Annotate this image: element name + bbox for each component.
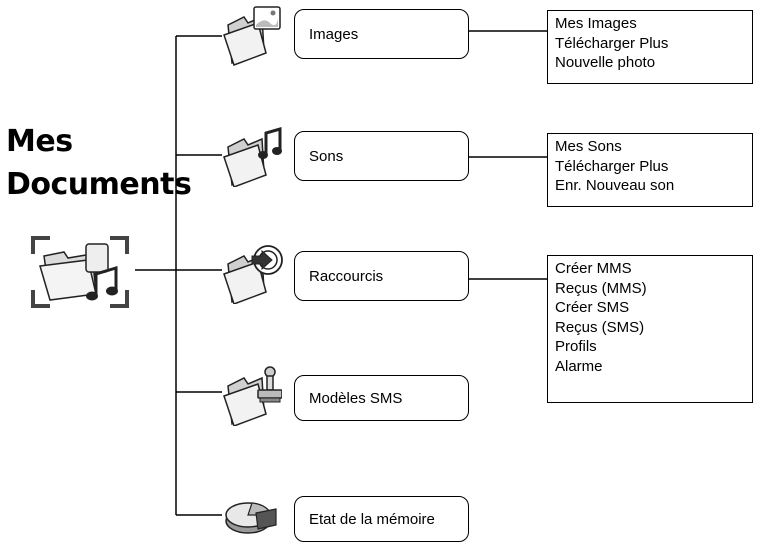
subitem[interactable]: Reçus (MMS) — [555, 279, 647, 297]
subitem[interactable]: Télécharger Plus — [555, 157, 669, 175]
documents-folder-music-icon — [31, 236, 129, 308]
branch-modeles-sms-label: Modèles SMS — [309, 389, 403, 407]
folder-music-icon — [223, 127, 282, 187]
subitem[interactable]: Alarme — [555, 357, 603, 375]
branch-etat-memoire[interactable]: Etat de la mémoire — [294, 496, 469, 542]
title-line-1: Mes — [6, 124, 73, 159]
memory-pie-icon — [225, 502, 277, 534]
folder-image-icon — [223, 6, 281, 66]
branch-sons-label: Sons — [309, 147, 344, 165]
subitems-sons: Mes Sons Télécharger Plus Enr. Nouveau s… — [547, 133, 753, 207]
branch-images-label: Images — [309, 25, 359, 43]
branch-raccourcis[interactable]: Raccourcis — [294, 251, 469, 301]
subitems-images: Mes Images Télécharger Plus Nouvelle pho… — [547, 10, 753, 84]
branch-etat-memoire-label: Etat de la mémoire — [309, 510, 435, 528]
subitem[interactable]: Mes Sons — [555, 138, 622, 155]
branch-raccourcis-label: Raccourcis — [309, 267, 384, 285]
branch-images[interactable]: Images — [294, 9, 469, 59]
title-line-2: Documents — [6, 167, 192, 202]
folder-shortcut-icon — [223, 245, 283, 304]
subitem[interactable]: Télécharger Plus — [555, 34, 669, 52]
subitem[interactable]: Reçus (SMS) — [555, 318, 645, 336]
subitem[interactable]: Profils — [555, 338, 597, 355]
subitem[interactable]: Enr. Nouveau son — [555, 177, 675, 194]
subitem[interactable]: Nouvelle photo — [555, 54, 656, 71]
subitem[interactable]: Créer SMS — [555, 299, 630, 316]
branch-modeles-sms[interactable]: Modèles SMS — [294, 375, 469, 421]
subitem[interactable]: Mes Images — [555, 15, 637, 32]
subitems-raccourcis: Créer MMS Reçus (MMS) Créer SMS Reçus (S… — [547, 255, 753, 403]
branch-sons[interactable]: Sons — [294, 131, 469, 181]
subitem[interactable]: Créer MMS — [555, 260, 632, 277]
folder-stamp-icon — [223, 366, 282, 426]
